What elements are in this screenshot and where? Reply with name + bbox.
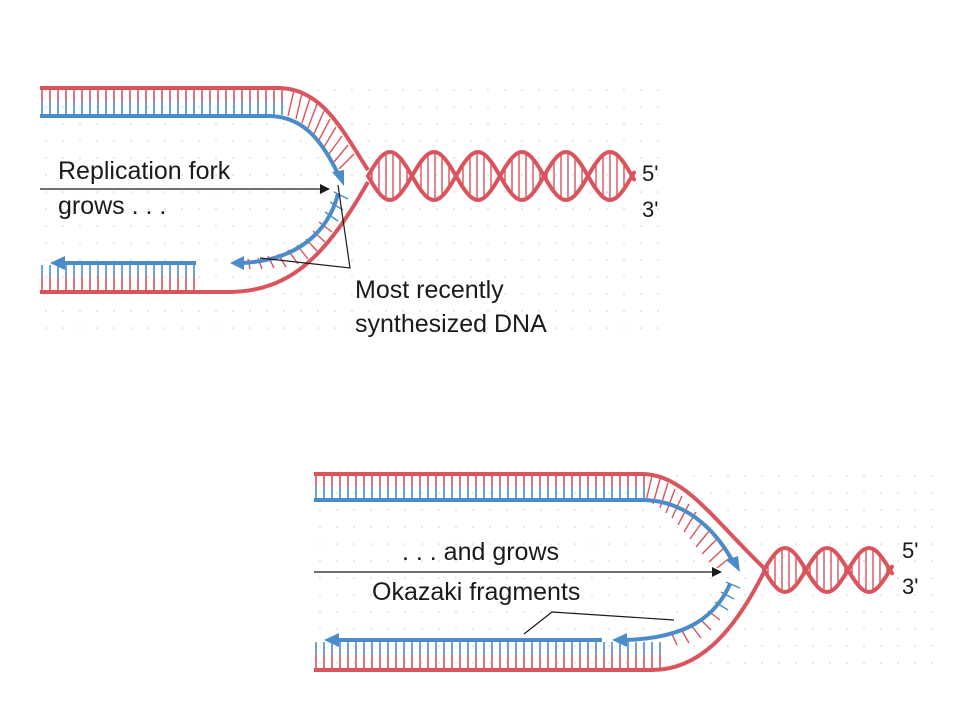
replication-fork-diagram-top: Replication fork grows . . . Most recent… [38, 82, 664, 340]
leading-strand-arrowhead [726, 556, 740, 572]
leading-strand [40, 114, 340, 175]
fork-bottom-svg: . . . and grows Okazaki fragments 5' 3' [314, 472, 933, 672]
recent-dna-pointer [259, 184, 351, 269]
lagging-fragment-new [242, 193, 340, 265]
bottom-rungs-parallel [315, 642, 661, 668]
lagging-fragment-old-arrowhead [50, 256, 65, 270]
top-template-strand [314, 472, 766, 570]
fork-top-svg: Replication fork grows . . . Most recent… [40, 86, 659, 338]
okazaki-pointer [523, 611, 675, 635]
fork-lower-rungs [670, 581, 741, 646]
bottom-template-strand [314, 571, 766, 672]
top-template-strand [40, 86, 370, 172]
parental-double-helix [762, 546, 894, 594]
caption-line-2: grows . . . [58, 192, 166, 220]
parental-double-helix [366, 149, 636, 203]
caption-line-1: . . . and grows [402, 538, 559, 566]
lagging-fragment-new-arrowhead [230, 256, 244, 270]
bottom-rungs-parallel [41, 265, 195, 290]
recent-dna-label-1: Most recently [355, 276, 504, 304]
three-prime-end-label: 3' [642, 197, 658, 222]
three-prime-end-label: 3' [902, 574, 918, 599]
top-rungs-parallel [41, 88, 283, 115]
okazaki-fragment-new [625, 583, 732, 642]
replication-fork-diagram-bottom: . . . and grows Okazaki fragments 5' 3' [312, 468, 942, 678]
caption-arrow [314, 567, 722, 577]
top-rungs-parallel [315, 474, 645, 500]
leading-strand [314, 498, 734, 561]
leading-strand-arrowhead [332, 170, 344, 186]
five-prime-end-label: 5' [902, 538, 918, 563]
caption-line-1: Replication fork [58, 157, 231, 185]
caption-arrow [40, 184, 330, 194]
bottom-template-strand [40, 181, 370, 294]
recent-dna-label-2: synthesized DNA [355, 310, 547, 338]
okazaki-fragment-old-arrowhead [324, 633, 339, 647]
okazaki-label: Okazaki fragments [372, 578, 580, 606]
okazaki-fragment-new-arrowhead [612, 633, 627, 647]
fork-upper-rungs [287, 89, 355, 170]
five-prime-end-label: 5' [642, 161, 658, 186]
